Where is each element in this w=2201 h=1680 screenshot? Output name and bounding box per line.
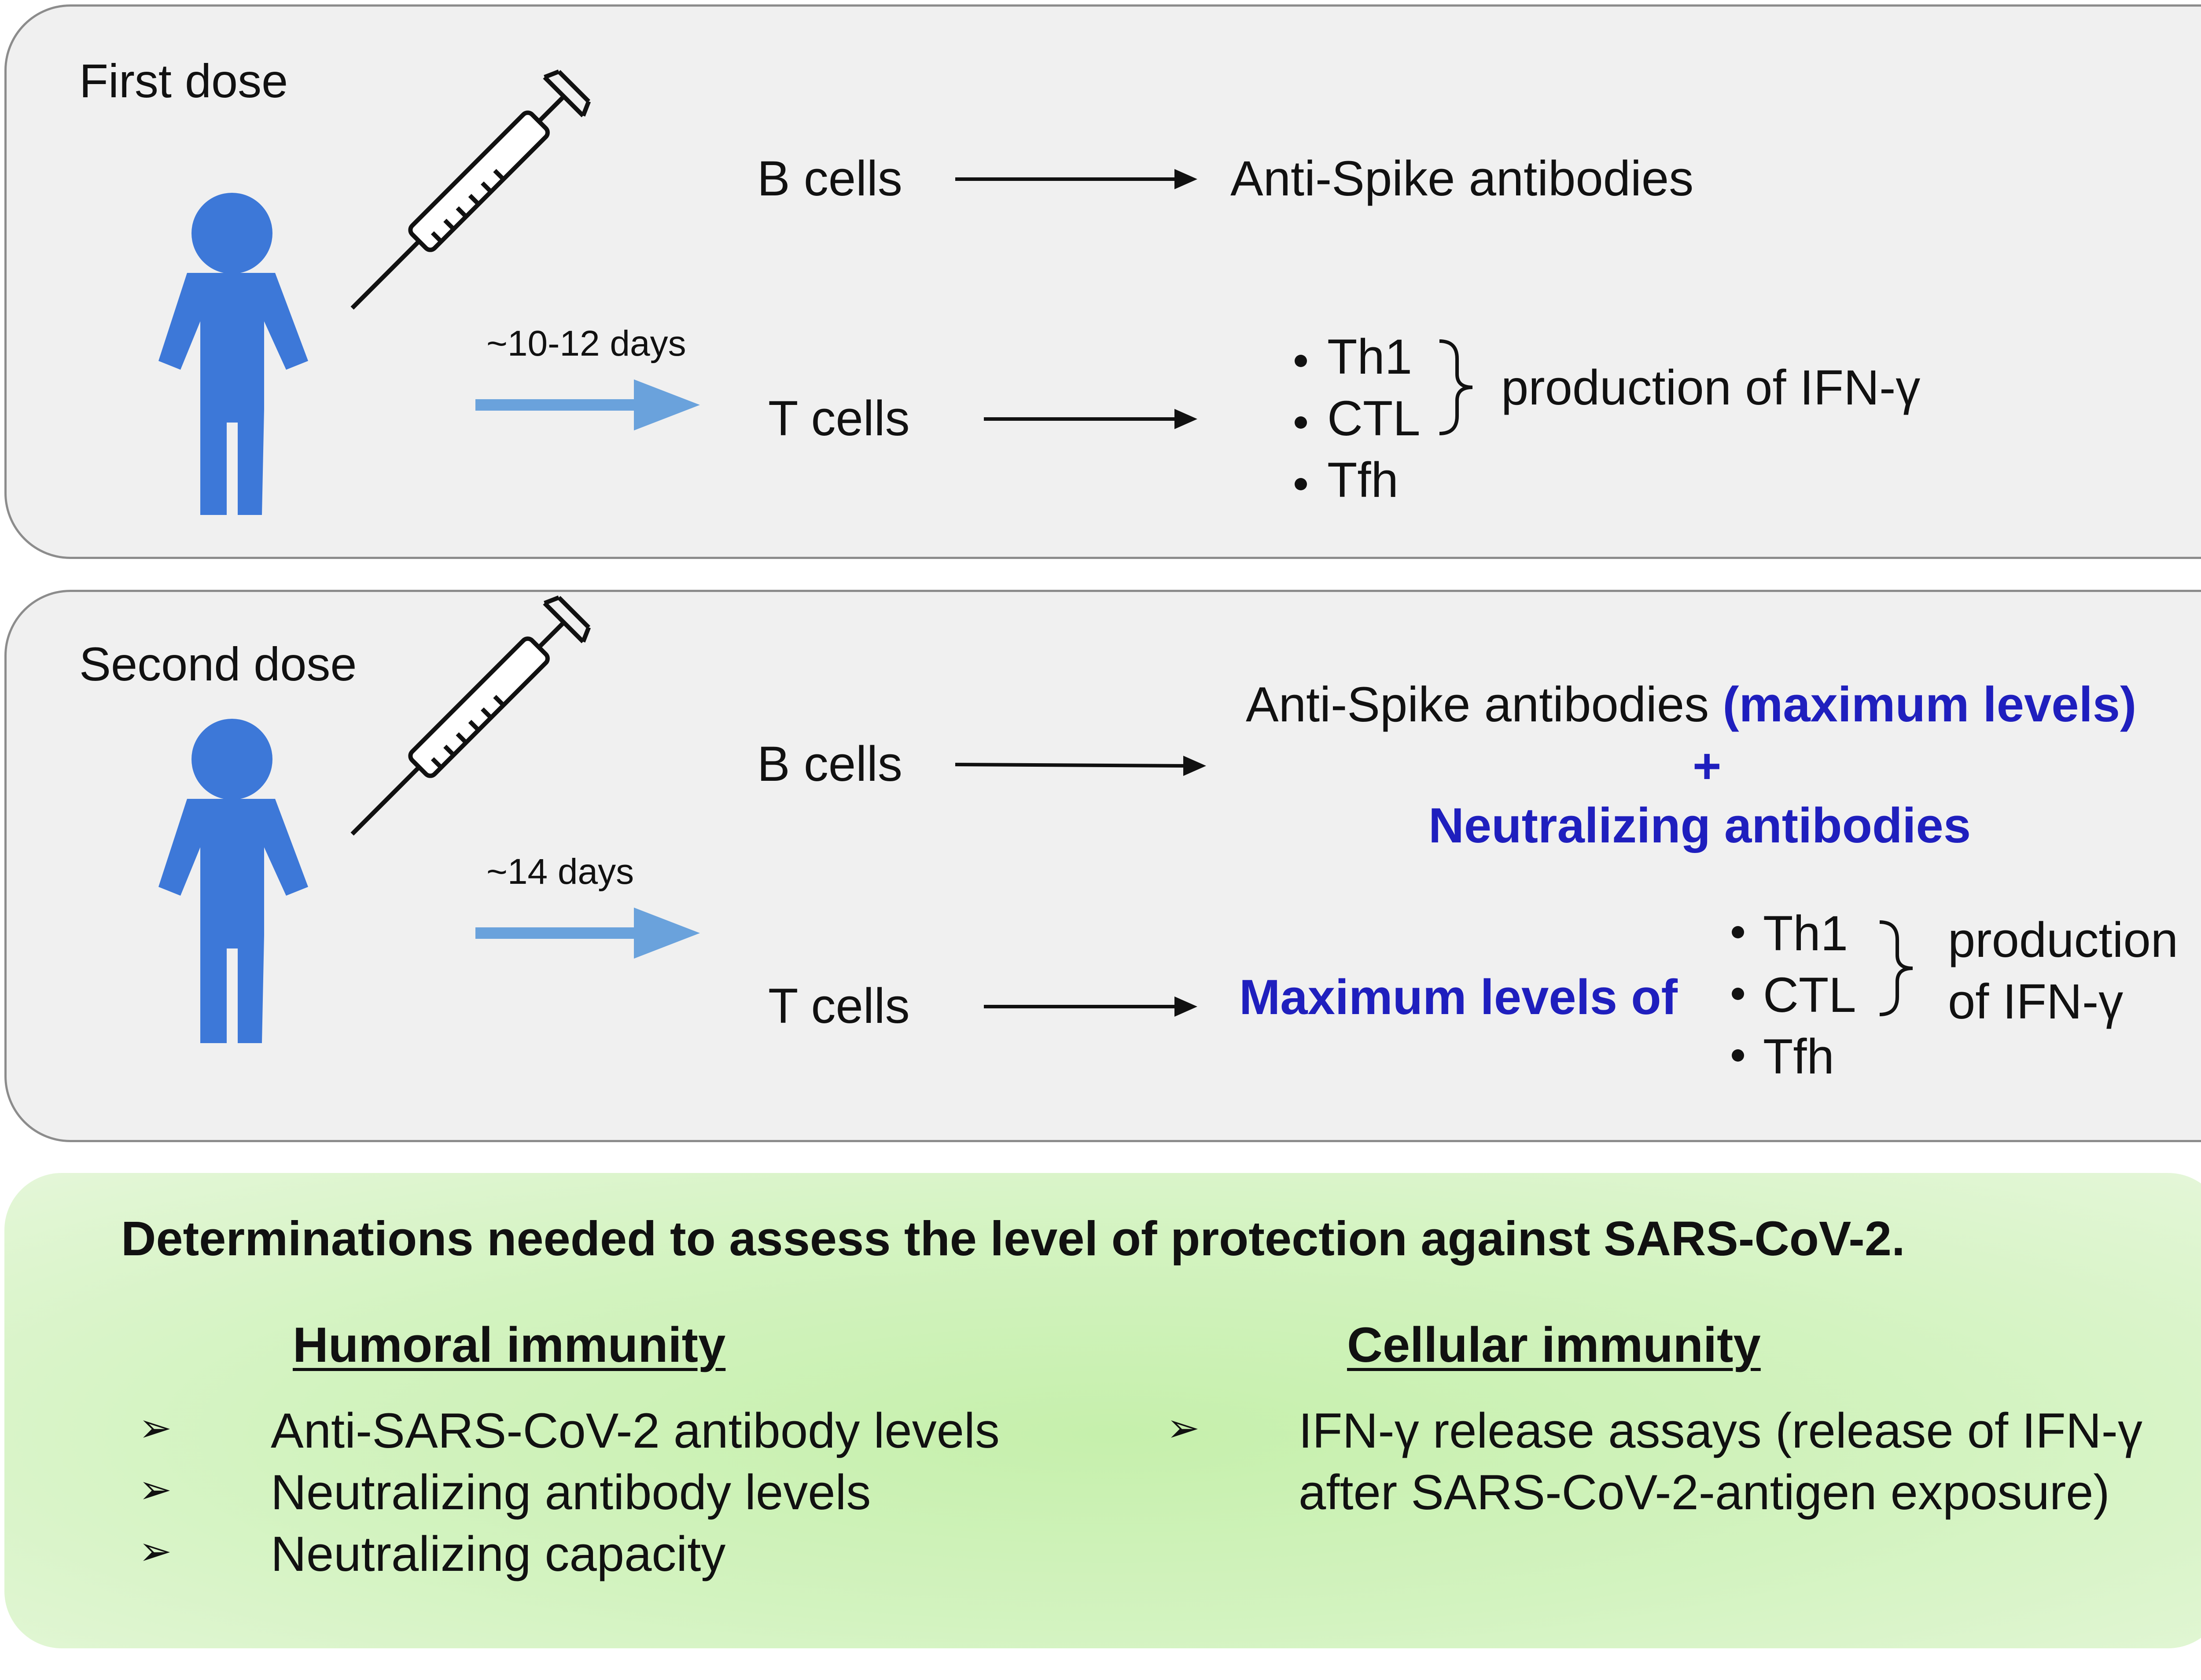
humoral-item-3: Neutralizing capacity	[271, 1526, 726, 1581]
second-ifn-production-line2: of IFN-γ	[1948, 974, 2124, 1029]
second-b-cells-label: B cells	[757, 736, 902, 791]
cellular-item-line2: after SARS-CoV-2-antigen exposure)	[1299, 1465, 2110, 1520]
maximum-levels-of-label: Maximum levels of	[1239, 970, 1678, 1025]
bullet-arrow-icon: ➢	[1167, 1406, 1200, 1450]
first-dose-title: First dose	[79, 54, 288, 107]
second-anti-spike-line: Anti-Spike antibodies (maximum levels)	[1246, 680, 2136, 729]
first-subset-ctl: CTL	[1327, 391, 1421, 446]
second-subset-th1: Th1	[1763, 906, 1848, 961]
assessment-heading: Determinations needed to assess the leve…	[121, 1212, 1905, 1266]
assessment-panel	[4, 1173, 2201, 1648]
second-anti-spike-label: Anti-Spike antibodies	[1246, 677, 1709, 732]
cellular-immunity-title: Cellular immunity	[1347, 1317, 1761, 1372]
neutralizing-antibodies-label: Neutralizing antibodies	[1428, 798, 1971, 853]
second-t-cells-label: T cells	[768, 978, 910, 1033]
bullet-arrow-icon: ➢	[139, 1468, 172, 1512]
plus-sign: +	[1693, 739, 1722, 794]
first-dose-interval: ~10-12 days	[486, 324, 686, 364]
humoral-immunity-title: Humoral immunity	[293, 1317, 726, 1372]
first-ifn-production-label: production of IFN-γ	[1501, 360, 1921, 415]
humoral-item-1: Anti-SARS-CoV-2 antibody levels	[271, 1403, 1000, 1458]
cellular-item-line1: IFN-γ release assays (release of IFN-γ	[1299, 1403, 2142, 1458]
first-dose-panel	[4, 4, 2201, 559]
bullet-arrow-icon: ➢	[139, 1406, 172, 1450]
first-b-cells-label: B cells	[757, 151, 902, 206]
maximum-levels-label: (maximum levels)	[1723, 677, 2137, 732]
second-ifn-production-line1: production	[1948, 912, 2179, 967]
first-subset-tfh: Tfh	[1327, 452, 1399, 507]
second-dose-panel	[4, 590, 2201, 1142]
second-dose-title: Second dose	[79, 637, 357, 691]
bullet-arrow-icon: ➢	[139, 1529, 172, 1573]
humoral-item-2: Neutralizing antibody levels	[271, 1465, 871, 1520]
second-subset-tfh: Tfh	[1763, 1029, 1834, 1084]
first-t-cells-label: T cells	[768, 391, 910, 446]
second-subset-ctl: CTL	[1763, 967, 1856, 1022]
first-anti-spike-label: Anti-Spike antibodies	[1230, 151, 1694, 206]
first-subset-th1: Th1	[1327, 329, 1412, 384]
second-dose-interval: ~14 days	[486, 852, 634, 892]
